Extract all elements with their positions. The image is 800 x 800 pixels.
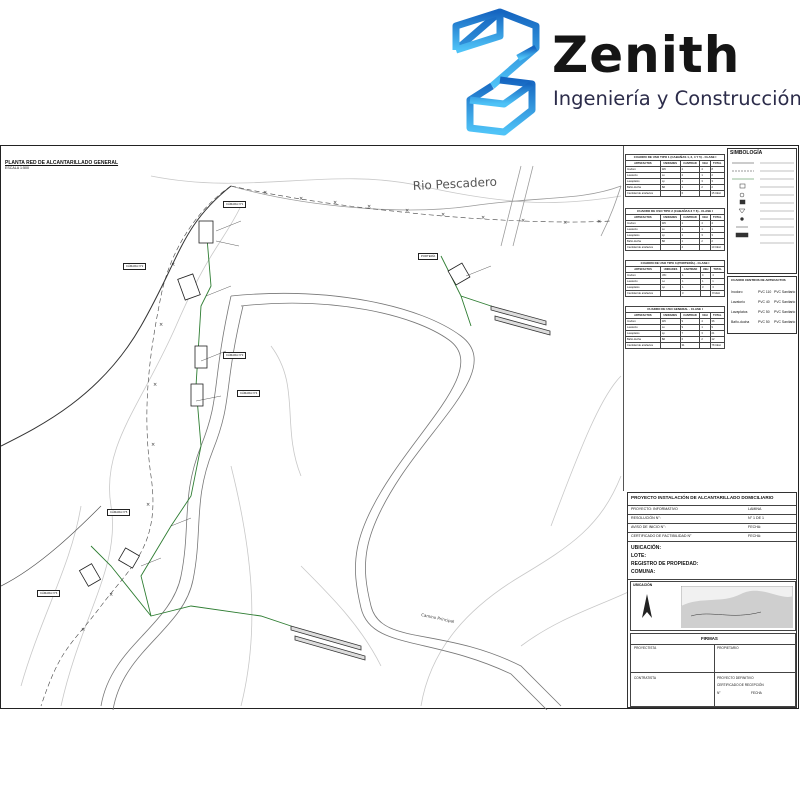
- legend-symbols-icon: [732, 162, 794, 244]
- comuna-label: COMUNA:: [631, 569, 656, 575]
- camera-label-2: CÁMARA N°2: [123, 263, 147, 271]
- svg-text:×: ×: [153, 382, 157, 388]
- centros-row-1-name: Inodoro: [731, 290, 743, 294]
- north-arrow-icon: [642, 594, 652, 618]
- usage-table-general: CUADRO DE USO GENERAL - CLASE I ARTEFACT…: [625, 306, 726, 349]
- certificado-recepcion-label: CERTIFICADO DE RECEPCIÓN: [717, 683, 764, 687]
- drawing-sheet: ×××× ×××× ×× ×××× ××××: [0, 145, 799, 710]
- river-label: Rio Pescadero: [412, 175, 497, 193]
- propietario-label: PROPIETARIO: [717, 646, 739, 650]
- svg-text:×: ×: [146, 502, 150, 508]
- svg-text:×: ×: [563, 220, 567, 226]
- resolucion-label: RESOLUCIÓN N°:: [631, 516, 661, 520]
- fecha-label-2: FECHA:: [748, 534, 762, 538]
- centros-row-2-size: PVC 40: [758, 300, 770, 304]
- contratista-label: CONTRATISTA: [634, 676, 657, 680]
- centros-row-2-mat: PVC Sanitario: [774, 300, 796, 304]
- project-title: PROYECTO INSTALACIÓN DE ALCANTARILLADO D…: [631, 495, 774, 500]
- ubicacion-map-title: UBICACIÓN: [633, 583, 653, 587]
- camera-label-5: CÁMARA N°5: [107, 509, 131, 517]
- lote-label: LOTE:: [631, 553, 646, 559]
- numero-label: N°: [717, 691, 721, 695]
- svg-text:×: ×: [405, 208, 409, 214]
- certificado-label: CERTIFICADO DE FACTIBILIDAD N°: [631, 534, 692, 538]
- proyectista-label: PROYECTISTA: [634, 646, 657, 650]
- camera-label-6: CÁMARA N°6: [37, 590, 61, 598]
- svg-text:×: ×: [263, 190, 267, 196]
- svg-text:×: ×: [597, 219, 601, 225]
- fecha2-label: FECHA: [751, 691, 762, 695]
- proyecto-definitivo-label: PROYECTO DEFINITIVO: [717, 676, 754, 680]
- centros-row-3-size: PVC 50: [758, 310, 770, 314]
- centros-row-4-size: PVC 50: [758, 320, 770, 324]
- svg-text:×: ×: [481, 215, 485, 221]
- firmas-block: FIRMAS PROYECTISTA PROPIETARIO CONTRATIS…: [630, 633, 796, 707]
- lamina-label: LAMINA: [748, 507, 762, 511]
- centros-row-3-name: Lavaplatos: [731, 310, 748, 314]
- centros-artefactos-table: CUADRO CENTROS DE ARTEFACTOS Inodoro PVC…: [727, 276, 797, 334]
- road-label: Camino Principal: [421, 612, 455, 624]
- location-map: UBICACIÓN: [630, 581, 796, 631]
- proyecto-label: PROYECTO: INFORMATIVO: [631, 507, 678, 511]
- svg-text:×: ×: [171, 262, 175, 268]
- plan-scale: ESCALA 1:500: [5, 166, 29, 170]
- fecha-label: FECHA:: [748, 525, 762, 529]
- brand-name: Zenith: [552, 26, 741, 84]
- brand-tagline: Ingeniería y Construcción: [553, 87, 800, 110]
- site-plan-drawing: ×××× ×××× ×× ×××× ××××: [1, 165, 642, 710]
- centros-row-3-mat: PVC Sanitario: [774, 310, 796, 314]
- centros-row-4-mat: PVC Sanitario: [774, 320, 796, 324]
- right-panel: CUADRO DE USO TIPO 1 (CABAÑAS 1, 2, 4 Y …: [623, 146, 799, 710]
- svg-text:×: ×: [333, 200, 337, 206]
- svg-text:×: ×: [109, 592, 113, 598]
- camera-label-3: CÁMARA N°3: [223, 352, 247, 360]
- camera-label-porteria: PORTERÍA: [418, 253, 439, 261]
- svg-text:×: ×: [441, 212, 445, 218]
- usage-table-3: CUADRO DE USO TIPO 3 (PORTERÍA) - CLASE …: [624, 260, 725, 297]
- brand-logo: Zenith Ingeniería y Construcción: [440, 0, 800, 140]
- title-block: PROYECTO INSTALACIÓN DE ALCANTARILLADO D…: [627, 492, 797, 708]
- registro-label: REGISTRO DE PROPIEDAD:: [631, 561, 699, 567]
- centros-row-1-size: PVC 110: [758, 290, 772, 294]
- centros-row-1-mat: PVC Sanitario: [774, 290, 796, 294]
- camera-label-1: CÁMARA N°1: [223, 201, 247, 209]
- simbologia-title: SIMBOLOGÍA: [730, 150, 763, 156]
- plan-title: PLANTA RED DE ALCANTARILLADO GENERAL: [5, 160, 119, 166]
- svg-text:×: ×: [299, 196, 303, 202]
- svg-text:×: ×: [81, 627, 85, 633]
- svg-text:×: ×: [521, 218, 525, 224]
- svg-text:×: ×: [159, 322, 163, 328]
- usage-table-1: CUADRO DE USO TIPO 1 (CABAÑAS 1, 2, 4 Y …: [625, 154, 726, 197]
- svg-text:×: ×: [367, 204, 371, 210]
- aviso-label: AVISO DE INICIO N°:: [631, 525, 666, 529]
- usage-table-2: CUADRO DE USO TIPO 2 (CABAÑAS 3 Y 6) - C…: [625, 208, 726, 251]
- legend-simbologia: SIMBOLOGÍA: [727, 148, 797, 274]
- panel-divider: [623, 146, 624, 491]
- zenith-logo-icon: [452, 8, 540, 136]
- lamina-value: N° 1 DE 1: [748, 516, 765, 520]
- svg-text:×: ×: [151, 442, 155, 448]
- location-map-icon: [681, 586, 793, 628]
- centros-caption: CUADRO CENTROS DE ARTEFACTOS: [731, 278, 786, 282]
- firmas-title: FIRMAS: [701, 636, 718, 641]
- centros-row-4-name: Baño-ducha: [731, 320, 750, 324]
- ubicacion-label: UBICACIÓN:: [631, 545, 661, 551]
- camera-label-4: CÁMARA N°4: [237, 390, 261, 398]
- centros-row-2-name: Lavatorio: [731, 300, 745, 304]
